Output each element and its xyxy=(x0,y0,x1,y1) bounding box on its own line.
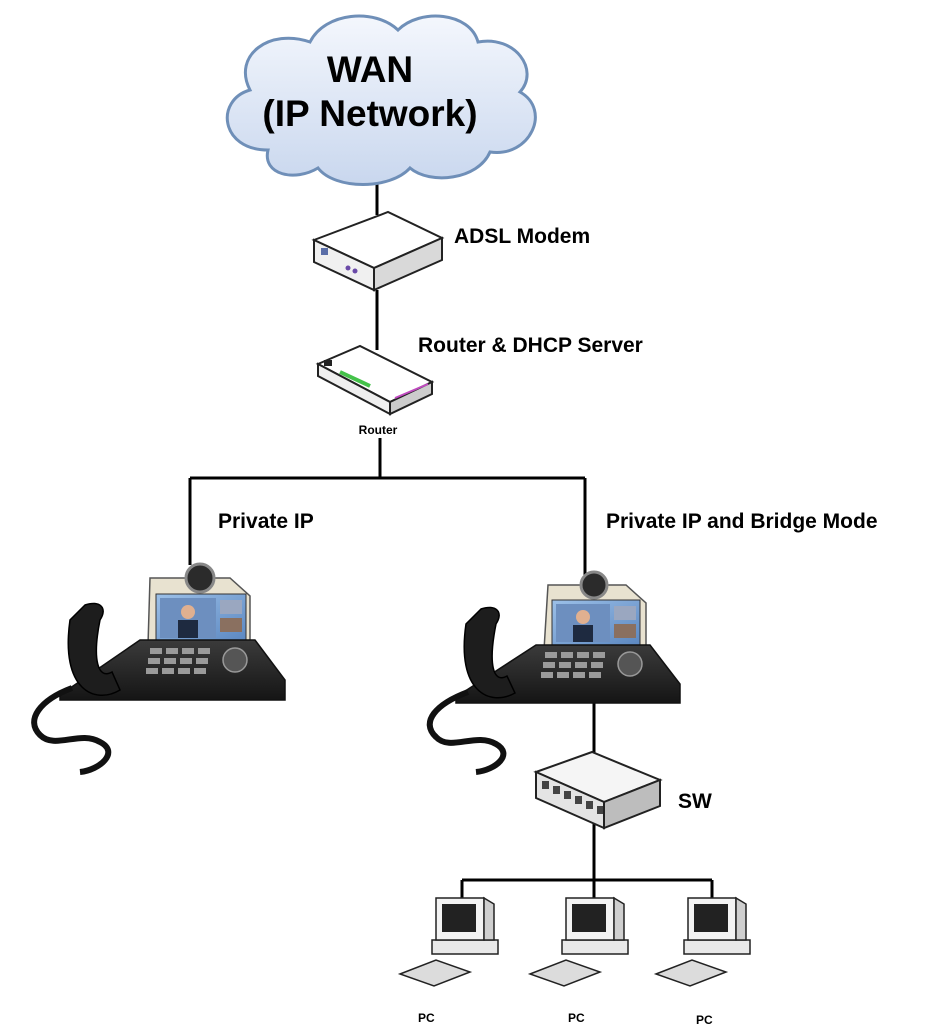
phone-right-label: Private IP and Bridge Mode xyxy=(606,510,878,533)
video-phone-right-icon xyxy=(426,570,681,775)
pc-1-label: PC xyxy=(418,1011,435,1025)
connection-lines xyxy=(188,176,714,925)
pc-3-label: PC xyxy=(696,1013,713,1027)
pc-1-icon xyxy=(397,896,499,987)
router-label: Router & DHCP Server xyxy=(418,334,643,357)
router-caption: Router xyxy=(359,423,398,437)
video-phone-left-icon xyxy=(31,562,286,775)
router-icon xyxy=(315,344,435,416)
switch-icon xyxy=(533,750,663,830)
pc-2-icon xyxy=(527,896,629,987)
modem-label: ADSL Modem xyxy=(454,225,590,248)
adsl-modem-icon xyxy=(311,210,445,292)
wan-subtitle: (IP Network) xyxy=(262,93,477,134)
switch-label: SW xyxy=(678,790,712,813)
pc-3-icon xyxy=(653,896,751,987)
pc-2-label: PC xyxy=(568,1011,585,1025)
phone-left-label: Private IP xyxy=(218,510,314,533)
wan-title: WAN xyxy=(327,49,413,90)
wan-cloud: WAN (IP Network) xyxy=(225,14,537,186)
